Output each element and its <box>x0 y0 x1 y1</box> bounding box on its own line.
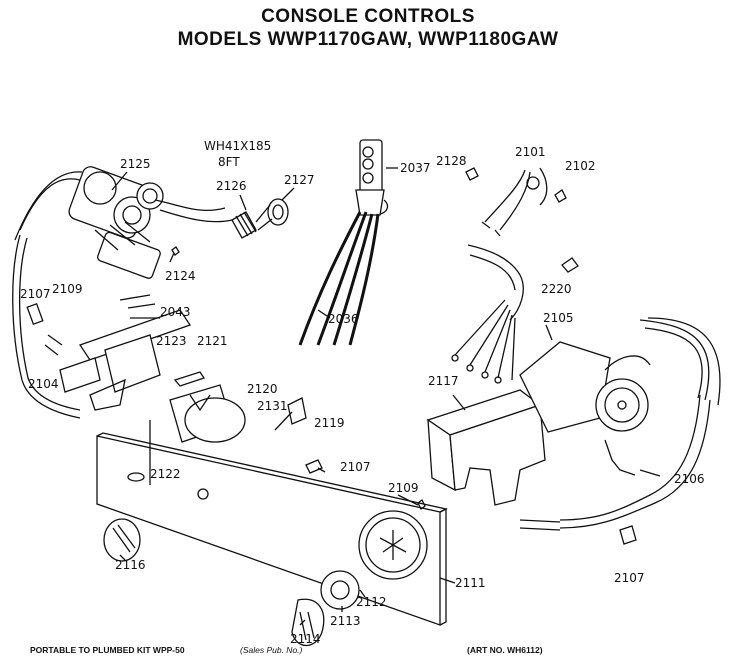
label-2113: 2113 <box>330 614 361 628</box>
knob-2116 <box>103 518 141 562</box>
part-2107-terminal-a <box>305 459 323 474</box>
label-wh41x185: WH41X185 <box>204 139 271 153</box>
label-2124: 2124 <box>165 269 196 283</box>
footer-sales-pub: (Sales Pub. No.) <box>240 645 303 655</box>
label-2102: 2102 <box>565 159 596 173</box>
label-2121: 2121 <box>197 334 228 348</box>
label-2107-right: 2107 <box>614 571 645 585</box>
diagram-title: CONSOLE CONTROLS <box>261 6 475 27</box>
label-2125: 2125 <box>120 157 151 171</box>
water-valve-assembly <box>14 166 233 279</box>
knob-2114 <box>291 598 325 647</box>
footer-kit-note: PORTABLE TO PLUMBED KIT WPP-50 <box>30 645 185 655</box>
label-2122: 2122 <box>150 467 181 481</box>
part-2107-terminal-b <box>619 525 637 545</box>
right-harness-2106 <box>519 317 721 531</box>
footer-art-number: (ART NO. WH6112) <box>467 645 543 655</box>
label-2036: 2036 <box>328 312 359 326</box>
label-2112: 2112 <box>356 595 387 609</box>
label-2127: 2127 <box>284 173 315 187</box>
label-2220: 2220 <box>541 282 572 296</box>
label-2105: 2105 <box>543 311 574 325</box>
label-2117: 2117 <box>428 374 459 388</box>
part-2119-knob-shaft <box>287 397 307 425</box>
label-2037: 2037 <box>400 161 431 175</box>
inlet-hose <box>231 198 289 239</box>
wiring-harness <box>451 167 548 384</box>
label-2101: 2101 <box>515 145 546 159</box>
label-2104: 2104 <box>28 377 59 391</box>
part-2121-switch <box>173 371 206 387</box>
label-2107-left: 2107 <box>20 287 51 301</box>
label-2111: 2111 <box>455 576 486 590</box>
part-2128-terminal <box>465 167 479 181</box>
label-2131: 2131 <box>257 399 288 413</box>
label-2114: 2114 <box>290 632 321 646</box>
vacuum-breaker-and-tubes <box>298 139 389 346</box>
label-2119: 2119 <box>314 416 345 430</box>
label-8ft: 8FT <box>218 155 240 169</box>
cover-2117 <box>426 389 546 506</box>
label-2116: 2116 <box>115 558 146 572</box>
knob-2113 <box>320 570 360 610</box>
part-2109-screw <box>417 499 426 510</box>
left-bracket-assembly <box>12 234 192 419</box>
timer-motor-2105 <box>519 341 651 433</box>
label-2120: 2120 <box>247 382 278 396</box>
leader-lines <box>111 167 661 626</box>
label-2128: 2128 <box>436 154 467 168</box>
label-2043: 2043 <box>160 305 191 319</box>
timer-2120 <box>169 384 246 443</box>
part-2102-connector <box>554 189 567 203</box>
label-2126: 2126 <box>216 179 247 193</box>
part-2220-clip <box>561 257 579 273</box>
part-2131-line <box>274 411 293 431</box>
label-2106: 2106 <box>674 472 705 486</box>
label-2123: 2123 <box>156 334 187 348</box>
diagram-subtitle-models: MODELS WWP1170GAW, WWP1180GAW <box>177 29 559 50</box>
label-2109-left: 2109 <box>52 282 83 296</box>
label-2109-mid: 2109 <box>388 481 419 495</box>
label-2107-mid: 2107 <box>340 460 371 474</box>
